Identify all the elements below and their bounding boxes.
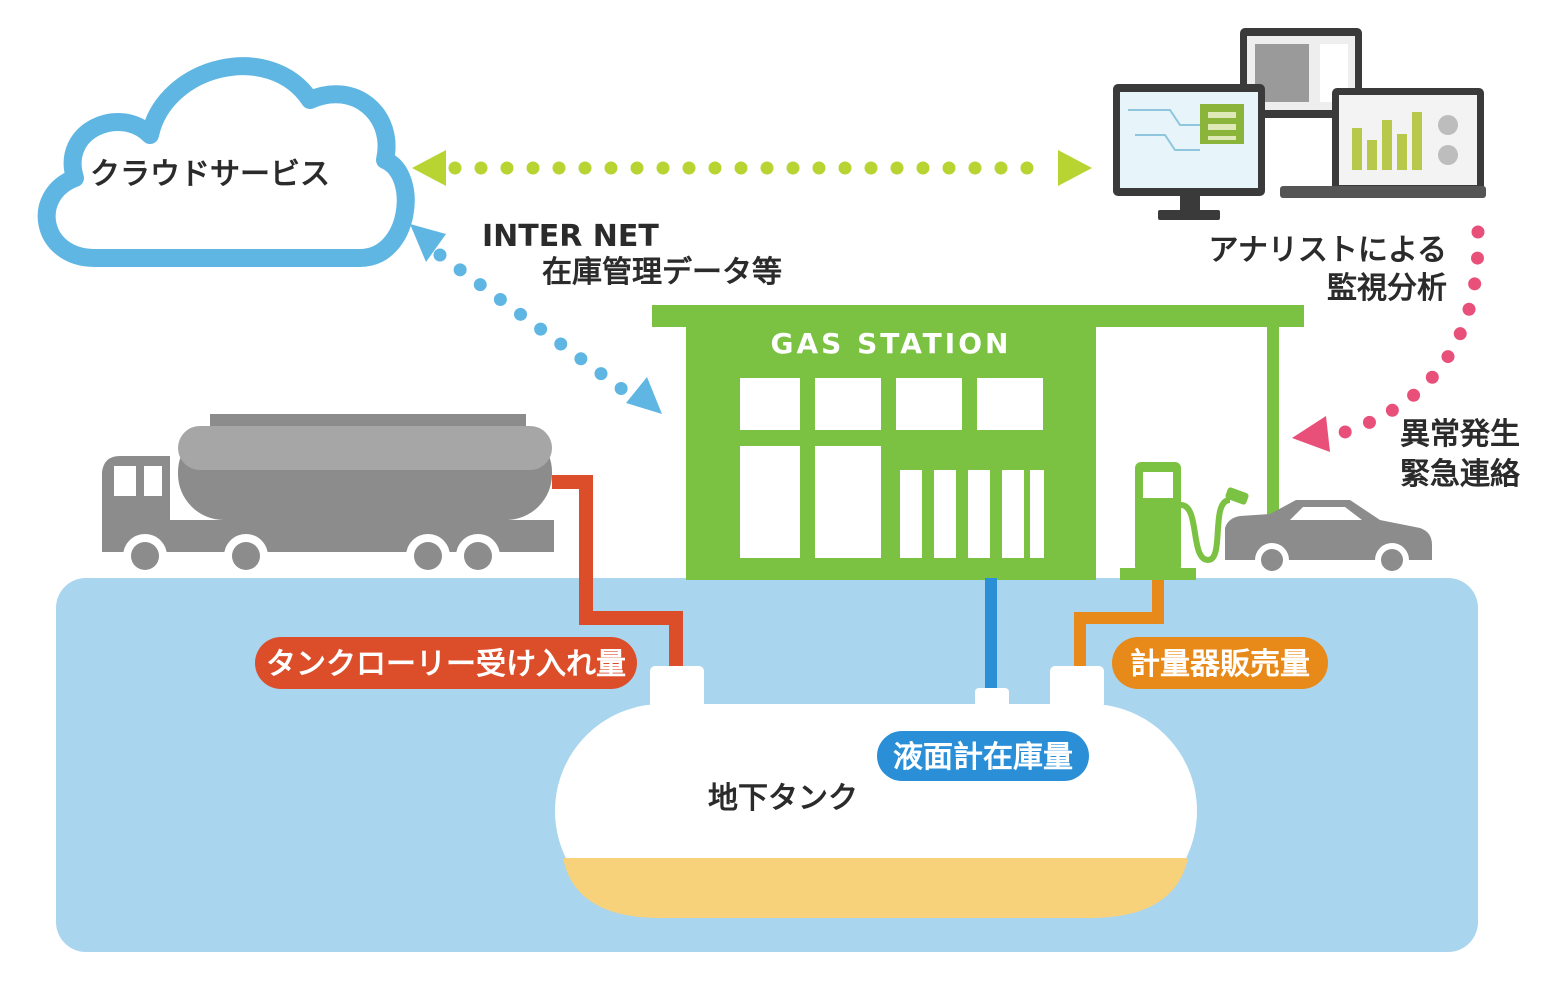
tanker-received-pill: タンクローリー受け入れ量 [255,637,637,689]
alert-label: 異常発生 [1400,417,1520,452]
analyst-label: アナリストによる [1209,233,1448,268]
cloud-label: クラウドサービス [90,157,330,192]
level-stock-label: 液面計在庫量 [893,740,1073,775]
meter-sales-pill: 計量器販売量 [1112,637,1328,689]
car-icon [1225,500,1432,577]
gas-station-building [652,305,1304,580]
internet-label: INTER NET [482,219,659,254]
monitors-icon [1113,28,1486,220]
tanker-truck-icon [102,414,554,578]
internet-data-label: 在庫管理データ等 [542,255,782,290]
station-title: GAS STATION [771,327,1012,360]
analyst-monitoring-label: 監視分析 [1327,271,1447,306]
level-stock-pill: 液面計在庫量 [877,731,1089,781]
cloud-icon [37,57,415,267]
tanker-pipe [552,475,683,672]
alert-link-arrow [1292,225,1485,452]
tank-label: 地下タンク [708,781,858,816]
fuel-pump-icon [1120,462,1249,580]
internet-link-arrow [410,224,662,414]
meter-sales-label: 計量器販売量 [1130,647,1310,682]
emergency-contact-label: 緊急連絡 [1400,457,1521,492]
tanker-received-label: タンクローリー受け入れ量 [266,647,626,682]
level-gauge-pipe [985,578,997,688]
meter-pipe [1074,580,1164,672]
cloud-monitor-link-arrow [412,150,1092,186]
